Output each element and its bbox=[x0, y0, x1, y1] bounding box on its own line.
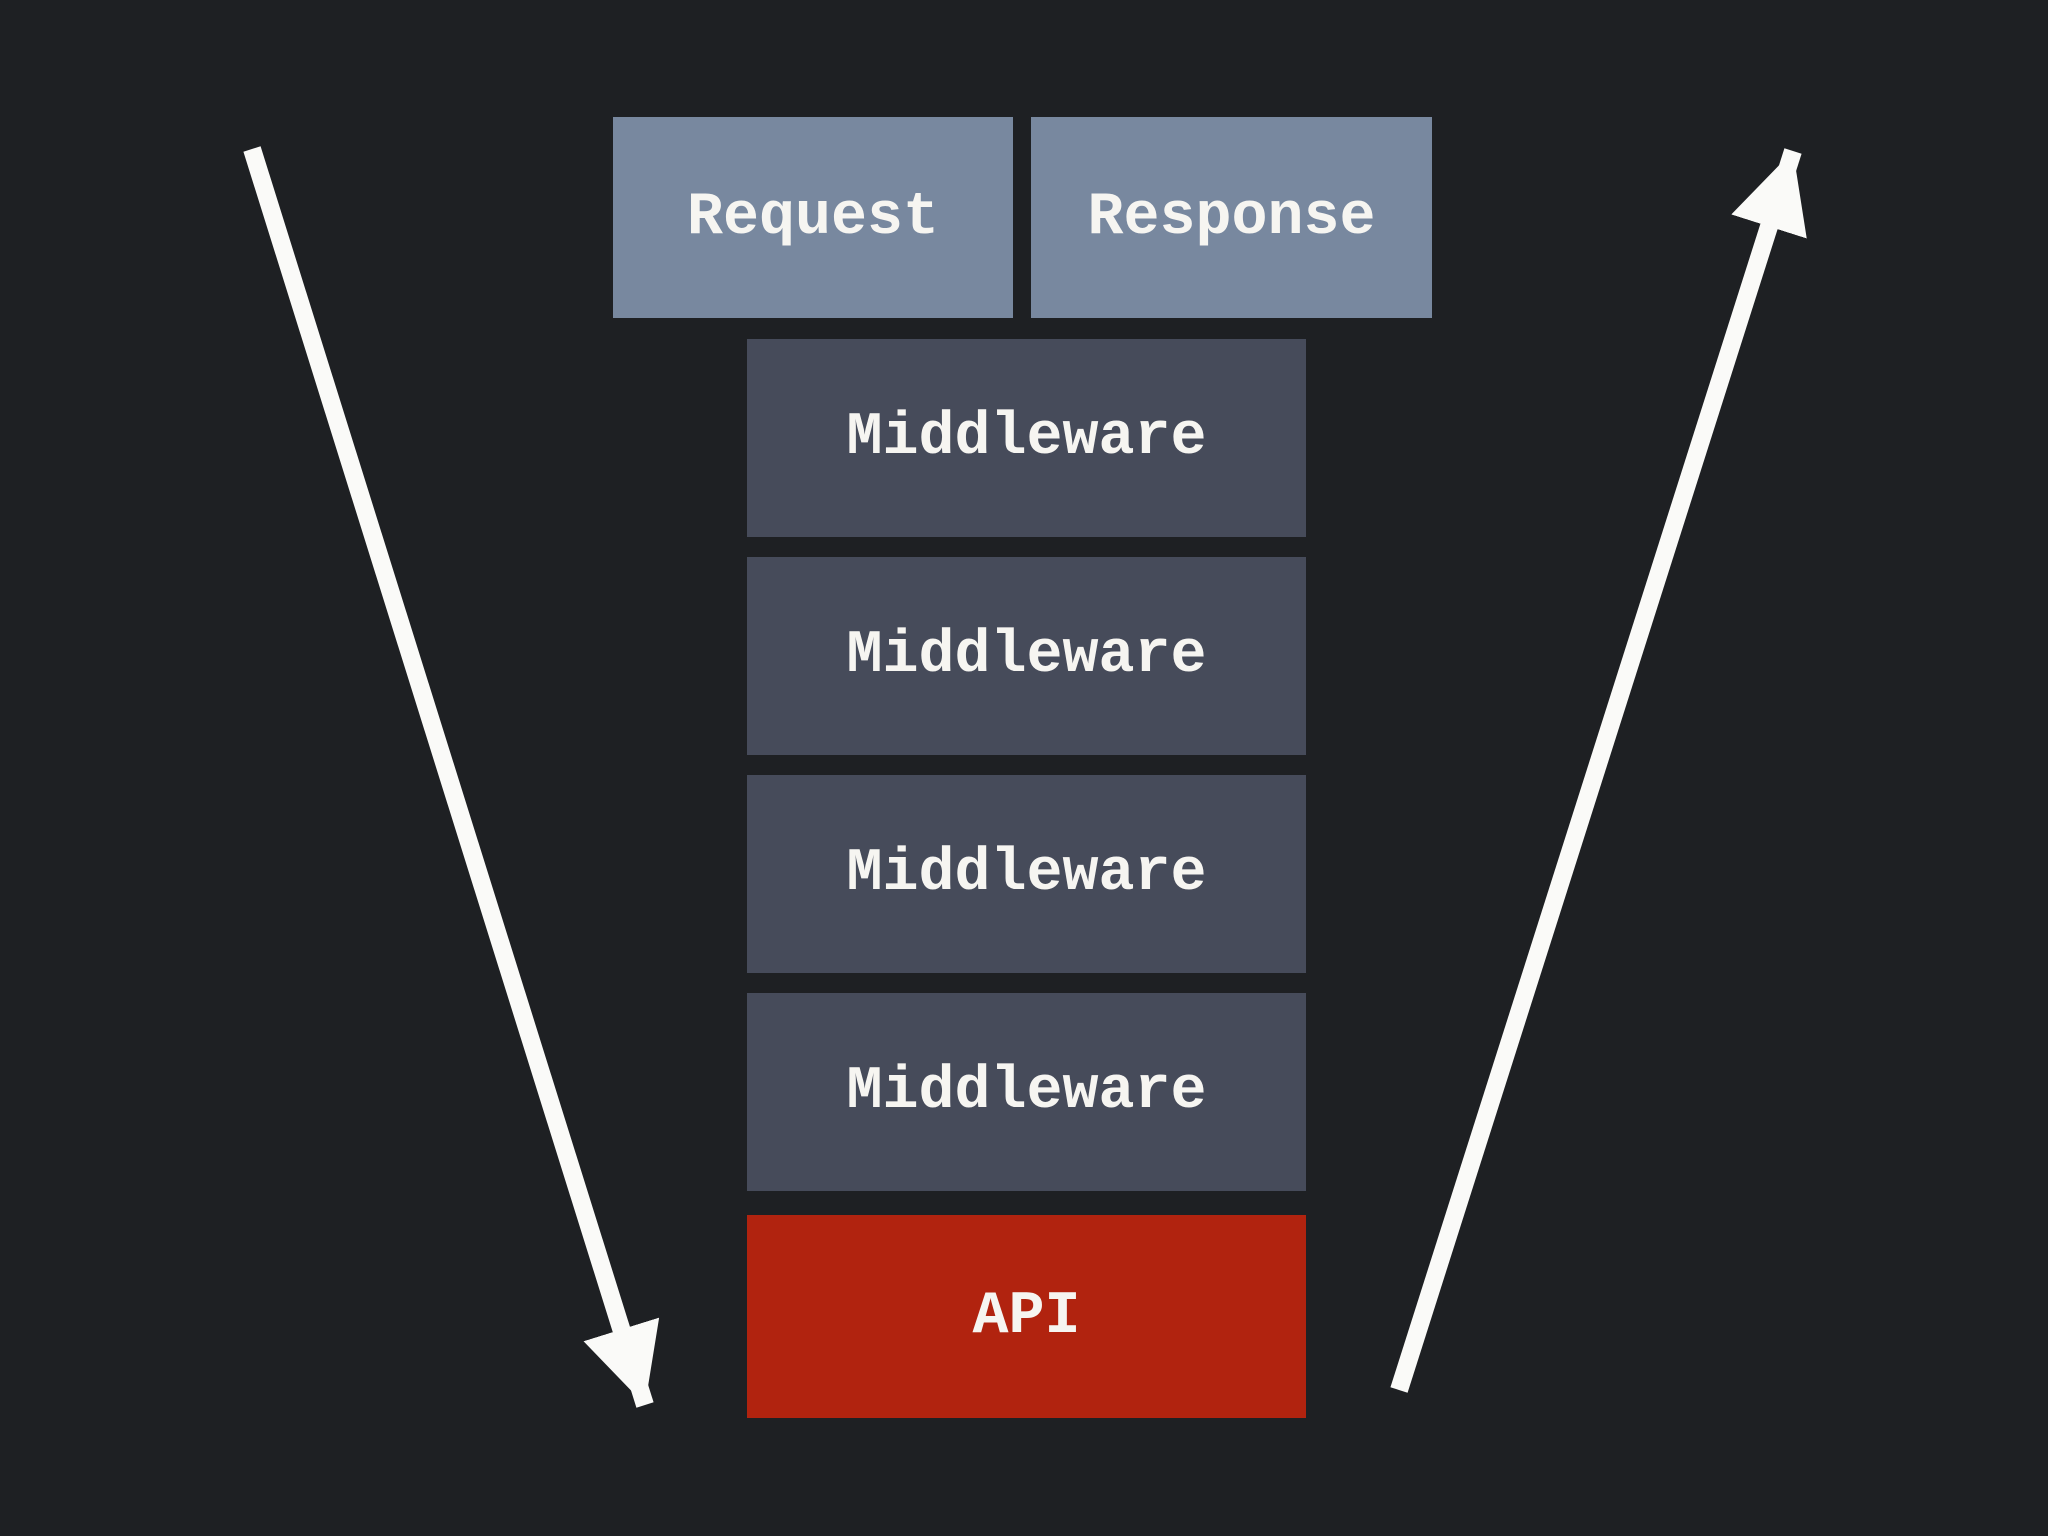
middleware-label: Middleware bbox=[846, 1058, 1207, 1126]
middleware-label: Middleware bbox=[846, 840, 1207, 908]
middleware-box-1: Middleware bbox=[747, 339, 1306, 537]
middleware-box-2: Middleware bbox=[747, 557, 1306, 755]
middleware-label: Middleware bbox=[846, 622, 1207, 690]
middleware-box-4: Middleware bbox=[747, 993, 1306, 1191]
request-box: Request bbox=[613, 117, 1013, 318]
middleware-box-3: Middleware bbox=[747, 775, 1306, 973]
request-down-arrow bbox=[243, 146, 660, 1408]
api-label: API bbox=[972, 1282, 1081, 1351]
response-up-arrow bbox=[1390, 148, 1807, 1393]
api-box: API bbox=[747, 1215, 1306, 1418]
response-box: Response bbox=[1031, 117, 1432, 318]
middleware-label: Middleware bbox=[846, 404, 1207, 472]
request-label: Request bbox=[686, 183, 940, 252]
response-label: Response bbox=[1087, 183, 1376, 252]
